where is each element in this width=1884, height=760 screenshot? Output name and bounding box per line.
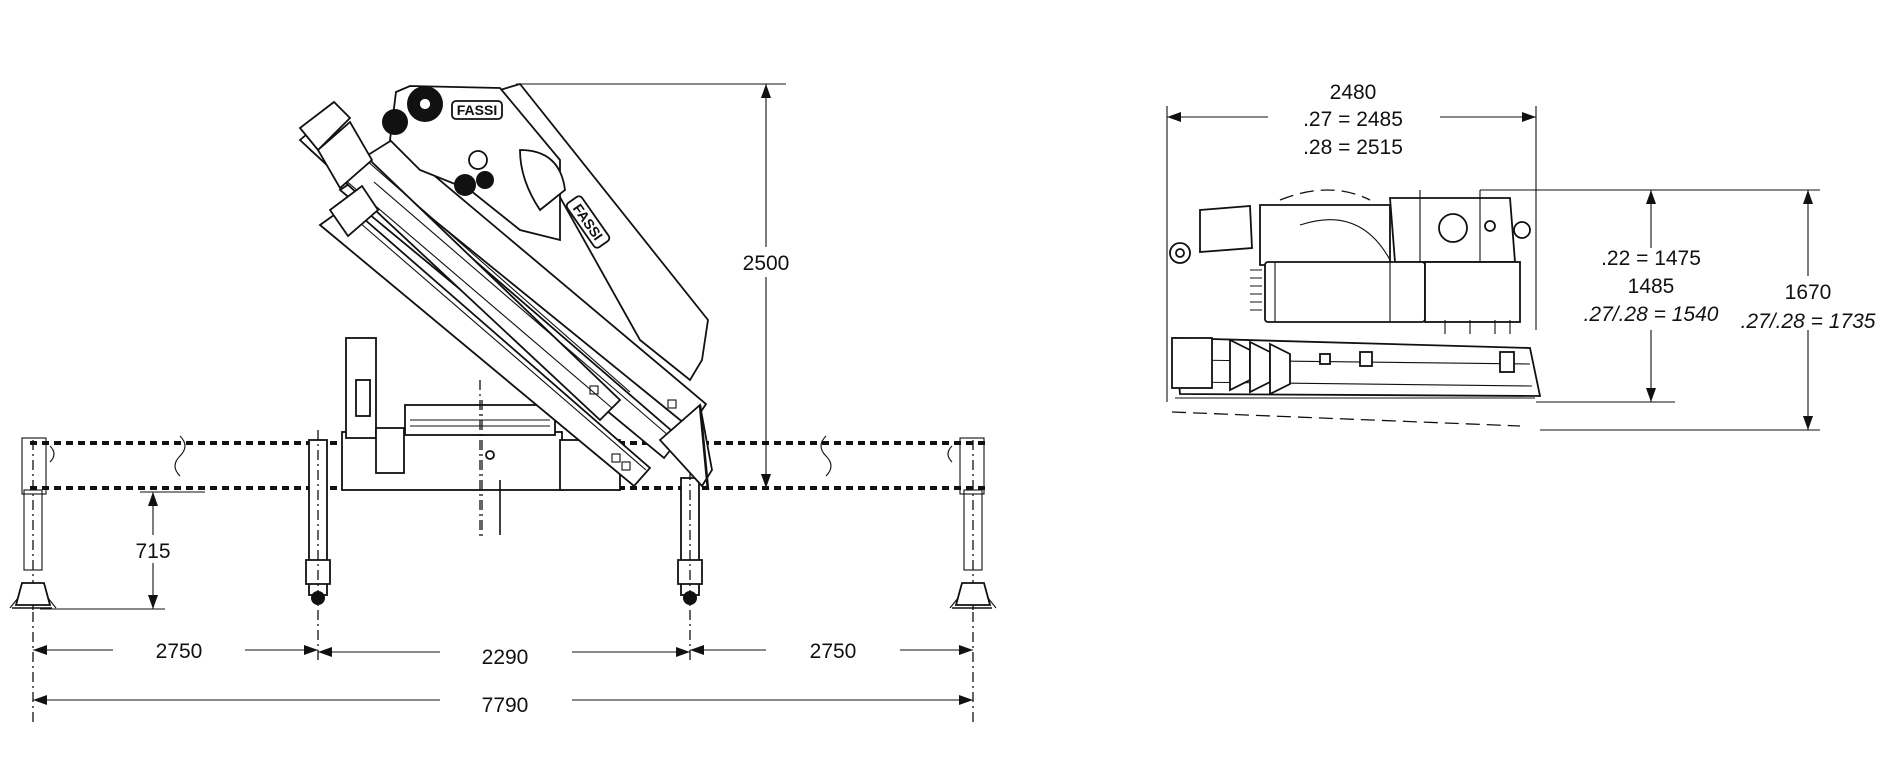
height-total-label: 2500 [743,252,790,275]
inner-height-label-1: .22 = 1475 [1601,247,1701,270]
span-right-label: 2750 [810,640,857,663]
crane-side-view: FASSI FASSI [9,82,997,660]
outrigger-leg-right-outer [949,440,997,612]
inner-height-label-2: 1485 [1628,275,1675,298]
outrigger-leg-right-inner [677,470,703,660]
side-view-dimensions: 2500 715 2750 2290 2750 7790 [32,83,974,722]
outer-height-label-2: .27/.28 = 1735 [1741,310,1876,333]
crane-boom: FASSI FASSI [298,82,713,491]
inner-height-label-3: .27/.28 = 1540 [1584,303,1719,326]
span-total-label: 7790 [482,694,529,717]
span-middle-label: 2290 [482,646,529,669]
outrigger-height-label: 715 [135,540,170,563]
width-label-2: .27 = 2485 [1303,108,1403,131]
outrigger-leg-left-outer [9,440,57,612]
fassi-logo: FASSI [457,102,497,118]
top-view-dimensions: 2480 .27 = 2485 .28 = 2515 .22 = 1475 14… [1167,81,1876,431]
outer-height-label-1: 1670 [1785,281,1832,304]
outrigger-beams [21,435,985,495]
width-label-1: 2480 [1330,81,1377,104]
span-left-label: 2750 [156,640,203,663]
crane-base [341,337,621,540]
width-label-3: .28 = 2515 [1303,136,1403,159]
outrigger-leg-left-inner [305,430,331,660]
crane-top-view [1166,106,1542,427]
